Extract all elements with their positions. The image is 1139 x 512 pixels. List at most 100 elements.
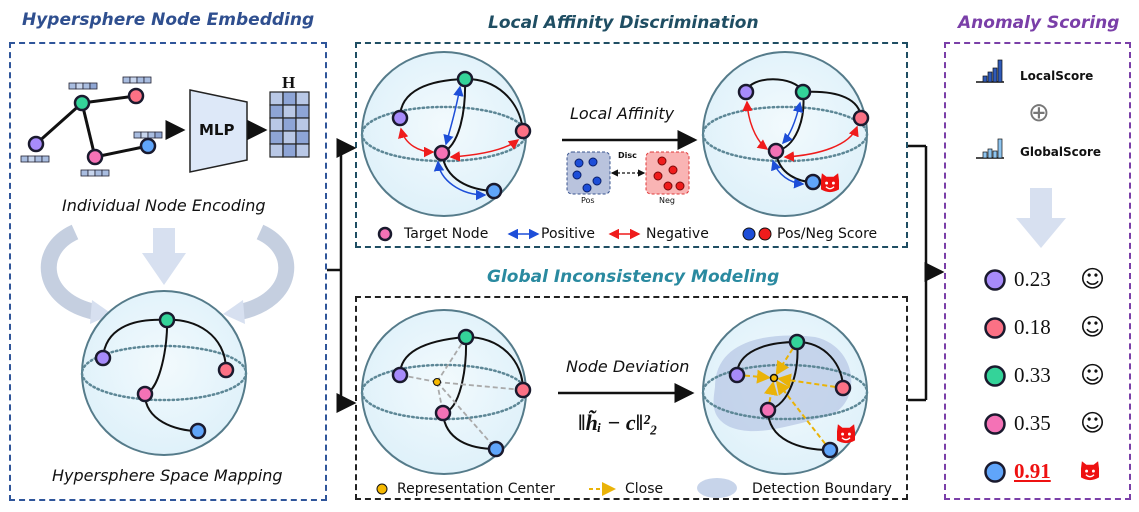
devil-icon: [837, 424, 855, 444]
global-title: Global Inconsistency Modeling: [487, 267, 780, 287]
sphere-local-before: [360, 51, 532, 217]
feature-vectors: [20, 76, 163, 177]
graph-node-purple: [27, 135, 45, 153]
matrix-cell: [282, 143, 297, 158]
matrix-cell: [282, 91, 297, 106]
score-value: 0.35: [1014, 411, 1051, 435]
positive-arrow: [443, 85, 464, 146]
score-node-dots: [984, 269, 1099, 483]
devil-icon: [1081, 461, 1099, 481]
score-node-purple: [984, 269, 1006, 291]
global-score-chart-icon: [976, 138, 1004, 159]
sphere-edge: [166, 318, 227, 371]
matrix-cell: [269, 143, 284, 158]
devil-icon: [821, 173, 839, 193]
sphere-outline: [702, 51, 868, 217]
matrix-cell: [282, 130, 297, 145]
global-score-label: GlobalScore: [1020, 145, 1102, 159]
sphere-node-green: [158, 311, 176, 329]
legend-neg-score-icon: [758, 227, 772, 241]
input-graph: [20, 76, 186, 177]
mlp-label: MLP: [199, 121, 235, 139]
score-value: 0.23: [1014, 267, 1051, 291]
positive-arrow: [433, 160, 487, 201]
score-value: 0.91: [1014, 459, 1051, 483]
neg-label: Neg: [659, 196, 675, 205]
sphere-equator: [80, 344, 248, 402]
sphere-mapping: [80, 290, 248, 456]
matrix-cell: [295, 104, 310, 119]
sphere-node-blue: [189, 422, 207, 440]
legend-boundary-label: Detection Boundary: [752, 481, 892, 497]
negative-arrow: [742, 100, 769, 150]
pos-label: Pos: [581, 196, 595, 205]
sphere-node-pink: [759, 401, 777, 419]
sphere-node-red: [514, 381, 532, 399]
smiley-icon: ☺: [1080, 265, 1106, 293]
legend-boundary-icon: [697, 478, 737, 498]
sphere-node-purple: [737, 83, 755, 101]
matrix-cell: [269, 130, 284, 145]
sphere-node-blue: [821, 441, 839, 459]
sphere-node-purple: [391, 366, 409, 384]
sphere-edge: [767, 409, 831, 451]
local-affinity-label: Local Affinity: [570, 104, 675, 123]
scoring-title: Anomaly Scoring: [958, 13, 1120, 33]
graph-node-red: [127, 87, 145, 105]
sphere-node-purple: [728, 366, 746, 384]
sphere-node-red: [834, 379, 852, 397]
negative-arrow: [449, 139, 520, 162]
sphere-node-pink: [434, 404, 452, 422]
smiley-icon: ☺: [1080, 361, 1106, 389]
legend-center-label: Representation Center: [397, 481, 555, 497]
distance-line: [436, 381, 497, 450]
sphere-edge: [465, 336, 524, 391]
sphere-edge: [464, 77, 524, 132]
matrix-cell: [282, 117, 297, 132]
close-arrow: [775, 348, 794, 376]
score-value: 0.33: [1014, 363, 1051, 387]
sphere-node-pink: [136, 385, 154, 403]
sphere-node-purple: [94, 349, 112, 367]
legend-close-label: Close: [625, 481, 664, 497]
combine-symbol: ⊕: [1028, 98, 1050, 128]
sphere-node-green: [788, 333, 806, 351]
sphere-node-red: [217, 361, 235, 379]
matrix-cell: [269, 117, 284, 132]
representation-center: [769, 373, 779, 383]
sphere-node-red: [852, 109, 870, 127]
legend-target-node-icon: [377, 226, 393, 242]
negative-arrow: [783, 125, 859, 162]
matrix-cell: [269, 104, 284, 119]
distance-line: [436, 381, 524, 391]
sphere-node-pink: [767, 142, 785, 160]
legend-pos-score-icon: [742, 227, 756, 241]
score-node-pink: [984, 413, 1006, 435]
local-title: Local Affinity Discrimination: [488, 13, 759, 33]
score-value: 0.18: [1014, 315, 1051, 339]
sphere-node-pink: [433, 144, 451, 162]
connector-right: [908, 144, 945, 402]
caption-hypersphere-space-mapping: Hypersphere Space Mapping: [52, 466, 283, 485]
close-arrow: [775, 380, 826, 445]
score-node-blue: [984, 461, 1006, 483]
representation-center: [433, 378, 441, 386]
deviation-formula: ‖h̃ᵢ − c‖²₂: [578, 410, 658, 435]
score-node-green: [984, 365, 1006, 387]
legend-positive-label: Positive: [541, 226, 595, 242]
smiley-icon: ☺: [1080, 409, 1106, 437]
graph-node-blue: [139, 137, 157, 155]
scoring-panel: [944, 42, 1131, 500]
sphere-global-before: [360, 309, 532, 475]
mlp-block: [189, 89, 268, 173]
matrix-cell: [282, 104, 297, 119]
graph-node-pink: [86, 148, 104, 166]
sphere-node-green: [457, 328, 475, 346]
mapping-arrows: [40, 224, 295, 324]
sphere-node-blue: [804, 173, 822, 191]
embedding-matrix: [269, 91, 310, 158]
legend-center-icon: [376, 483, 388, 495]
local-score-label: LocalScore: [1020, 69, 1094, 83]
sphere-node-blue: [487, 440, 505, 458]
